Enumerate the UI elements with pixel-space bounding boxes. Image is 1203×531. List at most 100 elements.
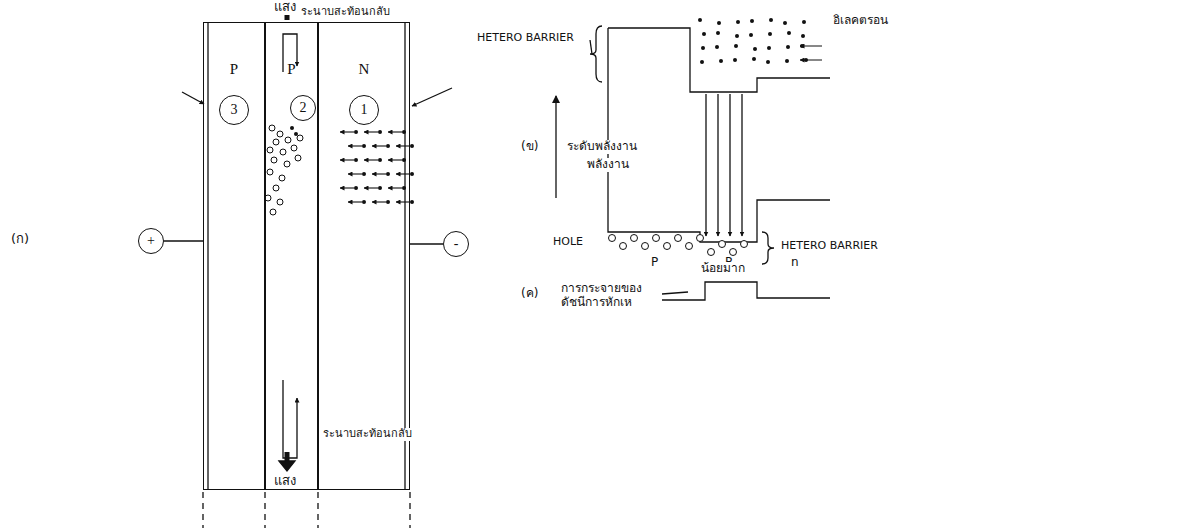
- electron: [783, 21, 787, 25]
- electron-arrow: [364, 187, 378, 188]
- electron-arrow: [800, 46, 822, 47]
- brace: [590, 26, 602, 82]
- electron-arrow: [340, 159, 354, 160]
- hole: [675, 235, 682, 242]
- p-active-region: P2: [265, 22, 318, 490]
- electron: [767, 46, 771, 50]
- leader-line: [662, 292, 688, 294]
- hole: [271, 157, 277, 163]
- electron-label: อิเลคตรอน: [832, 14, 889, 28]
- electron: [698, 18, 702, 22]
- electron: [402, 186, 406, 190]
- note-label: น้อยมาก: [700, 262, 746, 276]
- electron-arrow: [340, 131, 354, 132]
- callout-number: 1: [349, 95, 379, 125]
- region-label: N: [319, 61, 409, 78]
- conduction-band: [608, 28, 830, 92]
- hole: [291, 145, 297, 151]
- hole: [267, 147, 273, 153]
- hole: [642, 243, 649, 250]
- node-text: 2: [300, 100, 307, 116]
- electron: [752, 57, 756, 61]
- electron: [766, 60, 770, 64]
- face-line: [404, 22, 405, 490]
- electron-arrow: [388, 159, 402, 160]
- axis-label: พลังงาน: [586, 158, 630, 172]
- electron-arrow: [372, 145, 386, 146]
- reflection-path: [283, 380, 297, 458]
- electron-arrow: [340, 187, 354, 188]
- terminal: +: [138, 228, 164, 254]
- electron: [700, 60, 704, 64]
- terminal: -: [443, 231, 469, 257]
- hole: [730, 249, 737, 256]
- electron-arrow: [396, 145, 410, 146]
- electron: [749, 33, 753, 37]
- electron: [787, 31, 791, 35]
- face-line: [207, 22, 208, 490]
- electron: [386, 172, 390, 176]
- hole: [295, 155, 301, 161]
- electron: [702, 32, 706, 36]
- electron: [354, 186, 358, 190]
- electron-arrow: [372, 173, 386, 174]
- hole: [273, 139, 279, 145]
- hole: [277, 199, 283, 205]
- callout-number: 3: [219, 95, 249, 125]
- electron: [410, 172, 414, 176]
- electron: [715, 45, 719, 49]
- dashed-extension: [203, 492, 410, 528]
- electron-arrow: [348, 201, 362, 202]
- node-text: -: [454, 236, 459, 252]
- electron: [733, 58, 737, 62]
- node-text: +: [147, 233, 155, 249]
- electron: [410, 144, 414, 148]
- node-text: 3: [231, 102, 238, 118]
- electron: [716, 31, 720, 35]
- electron: [719, 59, 723, 63]
- electron: [362, 144, 366, 148]
- hole: [285, 137, 291, 143]
- energy-axis: [555, 96, 556, 198]
- electron-arrow: [364, 159, 378, 160]
- electron: [736, 20, 740, 24]
- electron-arrow: [348, 145, 362, 146]
- electron-arrow: [396, 173, 410, 174]
- electron: [734, 44, 738, 48]
- plane-label: ระนาบสะท้อนกลับ: [322, 428, 413, 441]
- electron-arrow: [364, 131, 378, 132]
- electron: [802, 20, 806, 24]
- electron: [801, 34, 805, 38]
- light-label: แสง: [273, 0, 297, 15]
- barrier-label: HETERO BARRIER: [476, 32, 575, 45]
- electron: [750, 19, 754, 23]
- hole: [279, 175, 285, 181]
- leader-line: [590, 40, 592, 54]
- hole: [270, 209, 276, 215]
- hole: [741, 241, 748, 248]
- electron-arrow: [388, 187, 402, 188]
- electron: [735, 34, 739, 38]
- electron: [354, 130, 358, 134]
- light-label: แสง: [273, 474, 297, 489]
- hole: [664, 243, 671, 250]
- electron: [701, 46, 705, 50]
- index-label: การกระจายของ ดัชนีการหักเห: [560, 282, 662, 310]
- hole: [267, 169, 273, 175]
- electron-arrow: [372, 201, 386, 202]
- figure-label: (ข): [520, 140, 539, 154]
- hole: [284, 161, 290, 167]
- pointer-arrow: [412, 88, 452, 106]
- node-text: 1: [361, 102, 368, 118]
- valence-band: [608, 28, 830, 242]
- transition-arrow: [706, 94, 742, 236]
- pointer-arrow: [182, 92, 204, 104]
- electron: [362, 200, 366, 204]
- axis-label: ระดับพลังงาน: [566, 140, 638, 154]
- hole: [277, 131, 283, 137]
- figure-label: (ก): [10, 232, 30, 247]
- hole: [686, 243, 693, 250]
- wire: [164, 240, 203, 241]
